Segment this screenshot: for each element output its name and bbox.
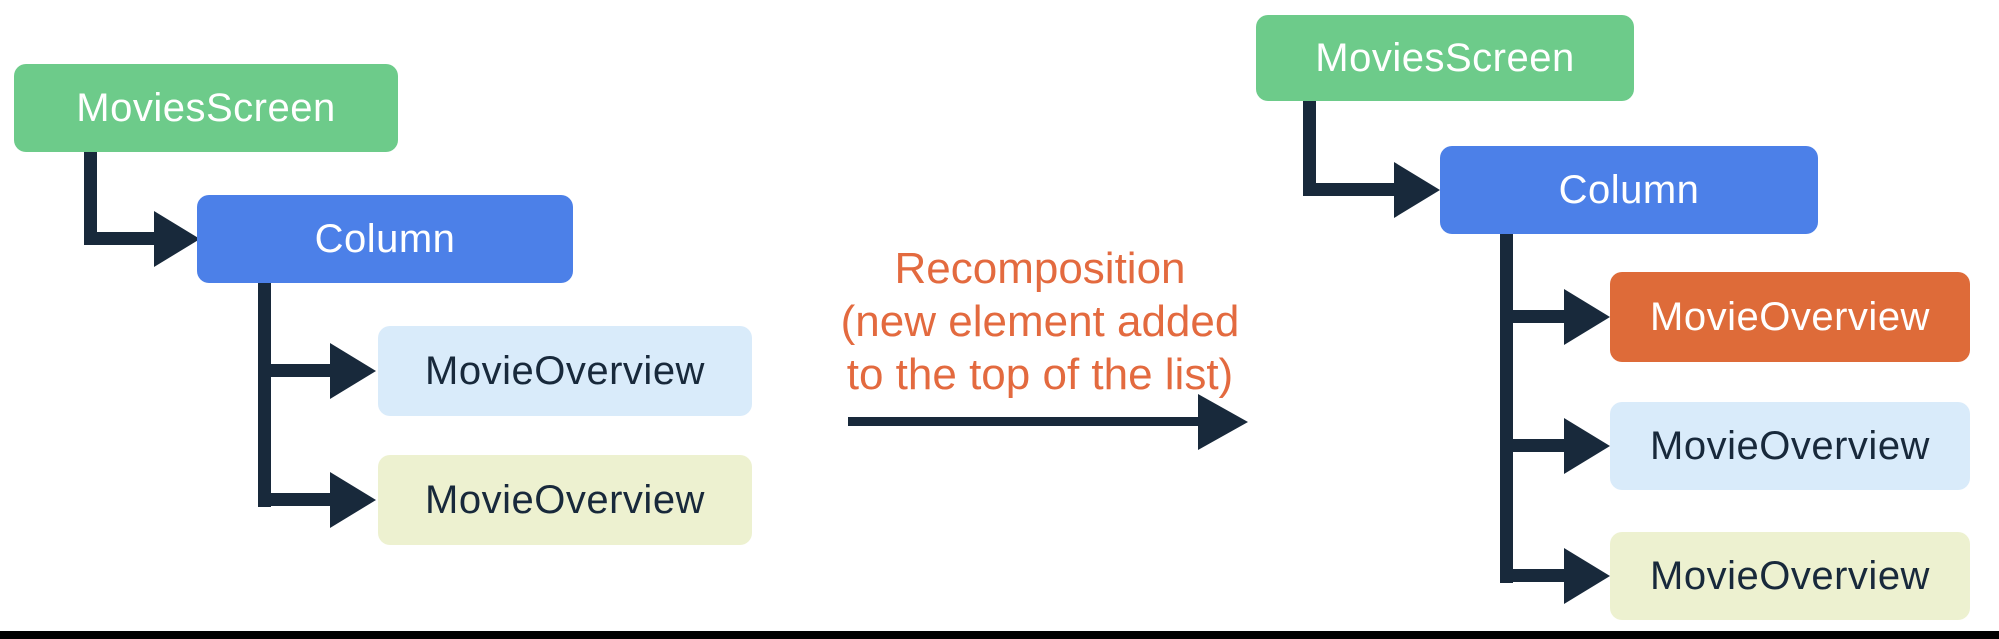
left-column-connector-vertical <box>258 283 271 507</box>
right-child2-connector-horizontal <box>1500 439 1566 452</box>
left-child2-arrowhead-icon <box>330 472 376 528</box>
right-root-arrowhead-icon <box>1394 162 1440 218</box>
right-movie-overview-3-node: MovieOverview <box>1610 532 1970 620</box>
left-movie-overview-2-node: MovieOverview <box>378 455 752 545</box>
right-child3-arrowhead-icon <box>1564 548 1610 604</box>
right-movie-overview-new-node: MovieOverview <box>1610 272 1970 362</box>
left-child1-arrowhead-icon <box>330 343 376 399</box>
left-movie-overview-1-label: MovieOverview <box>425 348 705 393</box>
right-child1-arrowhead-icon <box>1564 289 1610 345</box>
right-root-connector-horizontal <box>1303 183 1396 196</box>
right-column-connector-vertical <box>1500 234 1513 583</box>
left-movies-screen-label: MoviesScreen <box>76 85 336 130</box>
right-root-connector-vertical <box>1303 101 1316 196</box>
left-column-node: Column <box>197 195 573 283</box>
annotation-line-2: (new element added <box>840 297 1240 346</box>
left-movie-overview-2-label: MovieOverview <box>425 477 705 522</box>
recomposition-arrow-line <box>848 417 1200 426</box>
right-column-label: Column <box>1558 167 1700 212</box>
recomposition-annotation: Recomposition (new element added to the … <box>810 242 1270 401</box>
left-root-connector-vertical <box>84 152 97 245</box>
right-child2-arrowhead-icon <box>1564 418 1610 474</box>
right-column-node: Column <box>1440 146 1818 234</box>
right-movies-screen-label: MoviesScreen <box>1315 35 1575 80</box>
right-movie-overview-3-label: MovieOverview <box>1650 553 1930 598</box>
left-root-arrowhead-icon <box>154 211 200 267</box>
left-child2-connector-horizontal <box>258 493 332 506</box>
right-movie-overview-2-label: MovieOverview <box>1650 423 1930 468</box>
right-movies-screen-node: MoviesScreen <box>1256 15 1634 101</box>
annotation-line-1: Recomposition <box>894 244 1186 293</box>
annotation-line-3: to the top of the list) <box>846 350 1234 399</box>
right-movie-overview-2-node: MovieOverview <box>1610 402 1970 490</box>
right-child3-connector-horizontal <box>1500 569 1566 582</box>
left-movie-overview-1-node: MovieOverview <box>378 326 752 416</box>
left-child1-connector-horizontal <box>258 364 332 377</box>
recomposition-arrowhead-icon <box>1198 394 1248 450</box>
left-movies-screen-node: MoviesScreen <box>14 64 398 152</box>
right-movie-overview-new-label: MovieOverview <box>1650 294 1930 339</box>
right-child1-connector-horizontal <box>1500 310 1566 323</box>
bottom-border <box>0 631 1999 639</box>
left-column-label: Column <box>314 216 456 261</box>
left-root-connector-horizontal <box>84 232 156 245</box>
